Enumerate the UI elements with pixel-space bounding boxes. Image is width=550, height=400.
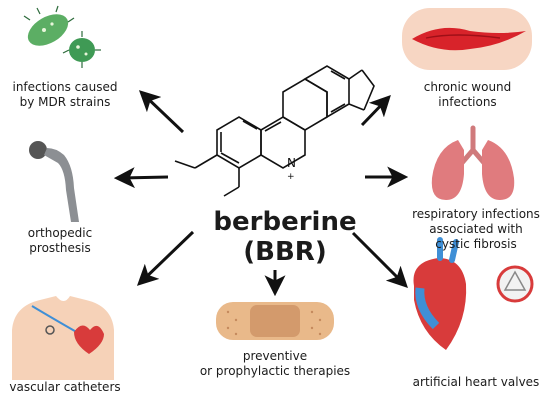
arrow-to-prosthesis (113, 167, 169, 189)
bandage-icon (216, 302, 334, 340)
center-name: berberine (213, 207, 357, 237)
berberine-structure-icon (174, 65, 375, 197)
wound-icon (402, 8, 532, 70)
positive-charge: + (287, 172, 295, 182)
arrow-to-catheters (136, 230, 195, 286)
arrow-to-wound (360, 94, 391, 127)
nitrogen-atom: N (287, 156, 296, 170)
catheter-torso-icon (12, 296, 114, 380)
lungs-icon (431, 125, 515, 200)
label-artificial-heart-valves: artificial heart valves (412, 375, 540, 389)
arrow-to-heart-valves (351, 231, 408, 288)
hip-prosthesis-icon (29, 141, 79, 222)
bacteria-icon (23, 5, 101, 68)
heart-valve-icon (413, 237, 534, 350)
arrow-to-mdr (138, 90, 185, 134)
label-vascular-catheters: vascular catheters (9, 380, 121, 394)
center-abbreviation: (BBR) (243, 237, 327, 267)
